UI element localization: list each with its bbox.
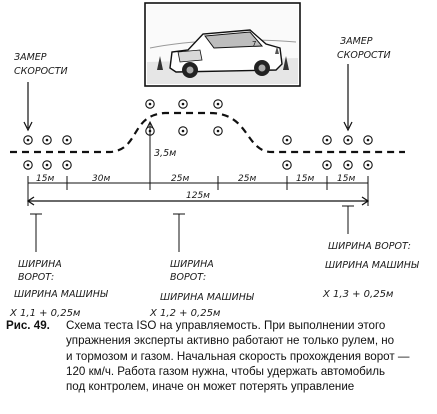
- gate-pointers: [30, 205, 354, 252]
- cone-center: [366, 138, 370, 142]
- caption-label: Рис. 49.: [6, 319, 50, 332]
- cone-center: [285, 163, 289, 167]
- svg-text:ШИРИНА МАШИНЫ: ШИРИНА МАШИНЫ: [325, 260, 420, 271]
- svg-text:ШИРИНА ВОРОТ:: ШИРИНА ВОРОТ:: [328, 241, 411, 252]
- caption-line: Схема теста ISO на управляемость. При вы…: [66, 319, 386, 332]
- cone-center: [181, 102, 185, 106]
- cone-center: [45, 138, 49, 142]
- car-illustration: 7: [144, 2, 301, 87]
- cone-center: [65, 138, 69, 142]
- cone-center: [216, 102, 220, 106]
- svg-text:7: 7: [252, 40, 256, 48]
- svg-text:ШИРИНА МАШИНЫ: ШИРИНА МАШИНЫ: [14, 289, 109, 300]
- seg-15-r2: 15м: [337, 174, 355, 184]
- caption-line: и тормозом и газом. Начальная скорость п…: [66, 349, 410, 363]
- cone-center: [366, 163, 370, 167]
- svg-text:Х 1,2 + 0,25м: Х 1,2 + 0,25м: [149, 308, 221, 319]
- cone-center: [325, 138, 329, 142]
- total-label: 125м: [186, 191, 210, 201]
- caption-line: 120 км/ч. Работа газом нужна, чтобы удер…: [66, 364, 386, 378]
- seg-25-right: 25м: [238, 174, 256, 184]
- gate-formula-right: ШИРИНА ВОРОТ: ШИРИНА МАШИНЫ Х 1,3 + 0,25…: [322, 241, 420, 300]
- caption-line: под контролем, иначе он может потерять у…: [66, 380, 355, 394]
- total-dimension: 125м: [26, 190, 370, 206]
- svg-text:ШИРИНА: ШИРИНА: [18, 259, 62, 270]
- seg-15-r1: 15м: [296, 174, 314, 184]
- seg-25-mid: 25м: [171, 174, 189, 184]
- speed-measure-right: ЗАМЕР СКОРОСТИ: [337, 36, 391, 132]
- segment-dimensions: 15м 30м 25м 25м 15м 15м: [27, 174, 369, 190]
- cone-center: [45, 163, 49, 167]
- offset-label: 3,5м: [154, 148, 176, 159]
- svg-text:Х 1,3 + 0,25м: Х 1,3 + 0,25м: [322, 289, 394, 300]
- svg-text:ШИРИНА МАШИНЫ: ШИРИНА МАШИНЫ: [160, 292, 255, 303]
- cone-center: [346, 163, 350, 167]
- cones: [23, 99, 373, 170]
- cone-center: [65, 163, 69, 167]
- offset-dimension: 3,5м: [146, 120, 176, 183]
- speed-measure-left: ЗАМЕР СКОРОСТИ: [14, 52, 68, 132]
- speed-right-line1: ЗАМЕР: [340, 36, 373, 47]
- svg-text:ШИРИНА: ШИРИНА: [170, 259, 214, 270]
- speed-left-line2: СКОРОСТИ: [14, 66, 68, 77]
- cone-center: [26, 163, 30, 167]
- seg-15-left: 15м: [36, 174, 54, 184]
- gate-formula-left: ШИРИНА ВОРОТ: ШИРИНА МАШИНЫ Х 1,1 + 0,25…: [9, 259, 109, 319]
- cone-center: [216, 129, 220, 133]
- cone-center: [325, 163, 329, 167]
- caption-text: Схема теста ISO на управляемость. При вы…: [66, 318, 432, 394]
- svg-text:Х 1,1 + 0,25м: Х 1,1 + 0,25м: [9, 308, 81, 319]
- car-path: [10, 111, 405, 154]
- cone-center: [148, 102, 152, 106]
- cone-center: [346, 138, 350, 142]
- seg-30: 30м: [92, 174, 110, 184]
- caption-line: упражнения эксперты активно работают не …: [66, 334, 395, 348]
- speed-left-line1: ЗАМЕР: [14, 52, 47, 63]
- cone-center: [285, 138, 289, 142]
- speed-right-line2: СКОРОСТИ: [337, 50, 391, 61]
- gate-formula-mid: ШИРИНА ВОРОТ: ШИРИНА МАШИНЫ Х 1,2 + 0,25…: [149, 259, 255, 319]
- cone-center: [26, 138, 30, 142]
- svg-text:ВОРОТ:: ВОРОТ:: [170, 272, 206, 283]
- svg-text:ВОРОТ:: ВОРОТ:: [18, 272, 54, 283]
- cone-center: [181, 129, 185, 133]
